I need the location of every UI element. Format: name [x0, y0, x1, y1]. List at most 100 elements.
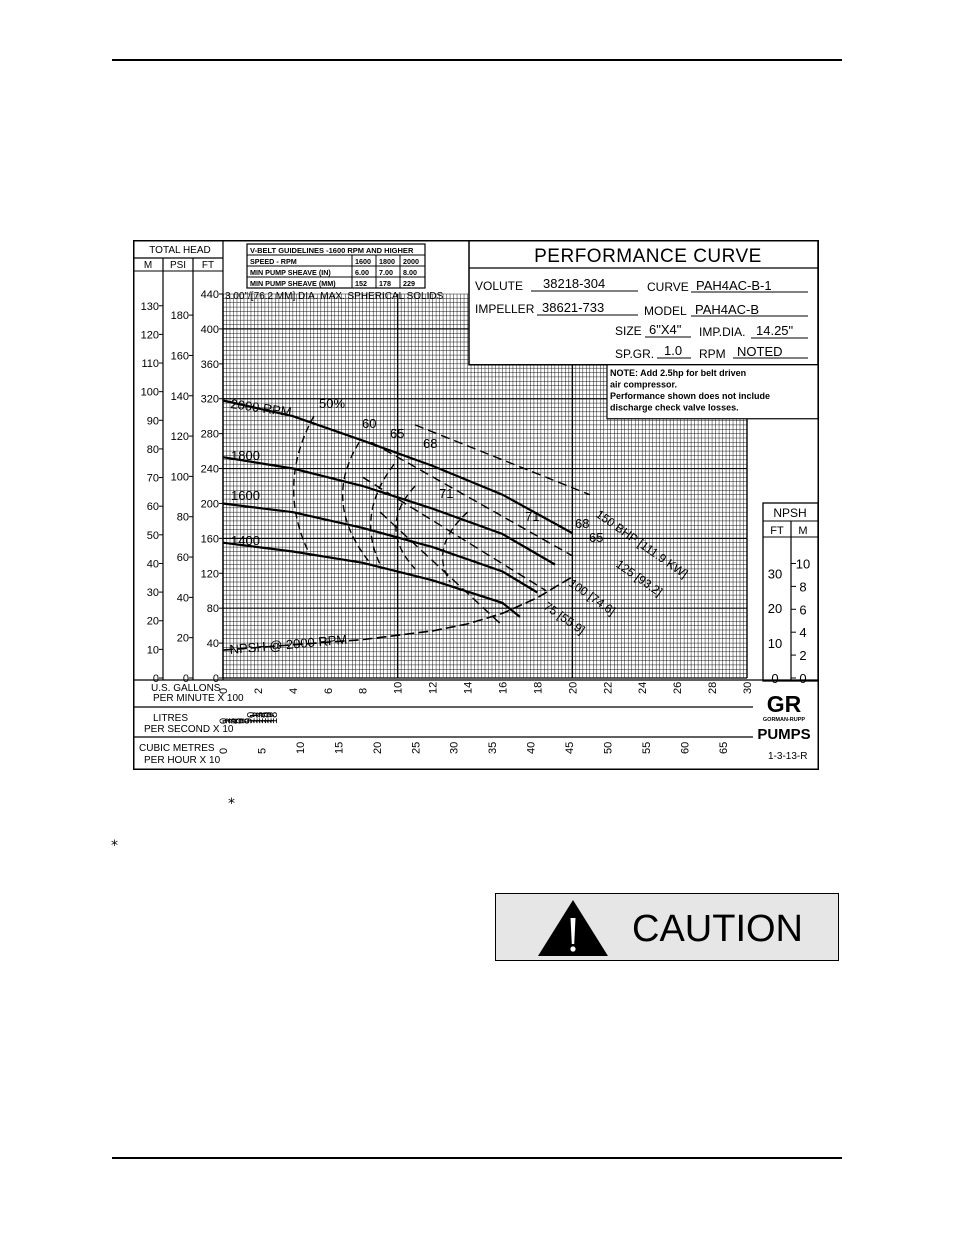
gpm-tick-label: 12 — [428, 682, 440, 694]
unit-m: M — [144, 260, 152, 271]
vbelt-cell: 229 — [403, 279, 415, 288]
gpm-tick-label: 24 — [637, 682, 649, 694]
m-tick-label: 0 — [153, 673, 159, 685]
ft-tick-label: 240 — [201, 464, 219, 476]
gpm-label-1: U.S. GALLONS — [151, 683, 221, 694]
m-tick-label: 100 — [141, 387, 159, 399]
gpm-tick-label: 18 — [532, 682, 544, 694]
gpm-tick-label: 28 — [707, 682, 719, 694]
vbelt-cell: MIN PUMP SHEAVE (IN) — [250, 268, 331, 277]
gpm-tick-label: 22 — [602, 682, 614, 694]
lps-label-2: PER SECOND X 10 — [144, 724, 234, 735]
caution-banner: CAUTION — [495, 893, 839, 961]
performance-curve-title: PERFORMANCE CURVE — [534, 246, 762, 267]
cmh-tick-label: 25 — [410, 742, 422, 754]
rpm-label: 1600 — [231, 488, 260, 503]
gpm-tick-label: 4 — [288, 688, 300, 694]
vbelt-cell: 7.00 — [379, 268, 393, 277]
npsh-ft-tick: 20 — [768, 601, 782, 616]
model-label: MODEL — [644, 304, 687, 318]
lps-tick-label: 13 — [254, 712, 266, 724]
npsh-m-tick: 10 — [796, 556, 810, 571]
vbelt-title: V-BELT GUIDELINES -1600 RPM AND HIGHER — [250, 246, 414, 255]
vbelt-cell: 8.00 — [403, 268, 417, 277]
gpm-tick-label: 20 — [567, 682, 579, 694]
note-line: air compressor. — [610, 380, 677, 390]
gpm-tick-label: 8 — [358, 688, 370, 694]
efficiency-line — [293, 415, 315, 557]
ft-tick-label: 360 — [201, 359, 219, 371]
vbelt-cell: 1800 — [379, 257, 395, 266]
note-line: Performance shown does not include — [610, 391, 770, 401]
lps-tick-label: 16 — [262, 712, 274, 724]
rpm-value: NOTED — [737, 344, 783, 359]
lps-tick-label: 15 — [260, 712, 272, 724]
gpm-label-2: PER MINUTE X 100 — [153, 693, 244, 704]
m-tick-label: 40 — [147, 558, 159, 570]
warning-triangle-icon — [538, 900, 608, 956]
impeller-label: IMPELLER — [475, 302, 535, 316]
size-label: SIZE — [615, 324, 642, 338]
ft-tick-label: 440 — [201, 289, 219, 301]
lps-tick-label: 0 — [218, 718, 230, 724]
ft-tick-label: 320 — [201, 394, 219, 406]
ft-tick-label: 160 — [201, 533, 219, 545]
lps-tick-label: 18 — [268, 712, 280, 724]
gpm-tick-label: 6 — [323, 688, 335, 694]
lps-tick-label: 11 — [248, 713, 260, 724]
lps-tick-label: 5 — [232, 718, 244, 724]
brand-name: GORMAN-RUPP — [763, 717, 805, 723]
gpm-tick-label: 26 — [672, 682, 684, 694]
cmh-label-1: CUBIC METRES — [139, 743, 215, 754]
psi-tick-label: 60 — [177, 552, 189, 564]
performance-curve-chart: TOTAL HEAD M PSI FT 04080120160200240280… — [133, 240, 819, 770]
title-block — [468, 240, 819, 366]
solids-note: 3.00"/[76.2 MM] DIA. MAX. SPHERICAL SOLI… — [225, 291, 444, 302]
cmh-tick-label: 10 — [295, 742, 307, 754]
unit-ft: FT — [202, 260, 214, 271]
ft-tick-label: 40 — [207, 638, 219, 650]
ref-code: 1-3-13-R — [768, 751, 807, 762]
volute-label: VOLUTE — [475, 279, 523, 293]
npsh-ft-tick: 30 — [768, 566, 782, 581]
cmh-tick-label: 5 — [256, 748, 268, 754]
efficiency-label: 71 — [439, 486, 453, 501]
m-tick-label: 60 — [147, 501, 159, 513]
caution-label: CAUTION — [632, 908, 803, 950]
note-line: NOTE: Add 2.5hp for belt driven — [610, 368, 746, 378]
cmh-tick-label: 65 — [718, 742, 730, 754]
curve-line — [222, 541, 521, 618]
vbelt-cell: SPEED - RPM — [250, 257, 297, 266]
gpm-tick-label: 2 — [253, 688, 265, 694]
cmh-tick-label: 15 — [333, 742, 345, 754]
note-box — [606, 364, 819, 420]
head-title: TOTAL HEAD — [149, 245, 211, 256]
lps-tick-label: 1 — [221, 718, 233, 724]
bhp-line — [414, 424, 591, 496]
top-rule — [112, 59, 842, 61]
spgr-label: SP.GR. — [615, 347, 654, 361]
ft-tick-label: 280 — [201, 429, 219, 441]
m-tick-label: 80 — [147, 444, 159, 456]
gpm-tick-label: 16 — [497, 682, 509, 694]
lps-tick-label: 14 — [257, 712, 269, 724]
m-tick-label: 20 — [147, 616, 159, 628]
psi-tick-label: 20 — [177, 633, 189, 645]
npsh-ft-tick: 0 — [771, 671, 778, 686]
gpm-tick-label: 10 — [393, 682, 405, 694]
ft-tick-label: 200 — [201, 498, 219, 510]
rpm-label: RPM — [699, 347, 726, 361]
psi-tick-label: 140 — [171, 391, 189, 403]
cmh-tick-label: 0 — [218, 748, 230, 754]
ft-tick-label: 0 — [213, 673, 219, 685]
spgr-value: 1.0 — [664, 343, 682, 358]
cmh-tick-label: 55 — [641, 742, 653, 754]
lps-tick-label: 9 — [243, 718, 255, 724]
impdia-label: IMP.DIA. — [699, 325, 745, 339]
psi-tick-label: 80 — [177, 512, 189, 524]
efficiency-label: 65 — [390, 426, 404, 441]
npsh-unit-ft: FT — [770, 525, 784, 537]
gpm-tick-label: 14 — [463, 682, 475, 694]
npsh-ft-tick: 10 — [768, 636, 782, 651]
psi-tick-label: 0 — [183, 673, 189, 685]
